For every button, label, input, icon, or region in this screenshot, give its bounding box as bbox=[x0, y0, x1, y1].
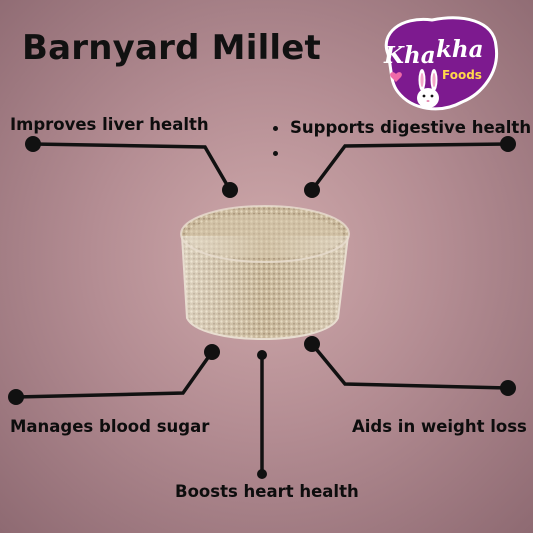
heart-icon bbox=[390, 72, 402, 82]
bullet-dot bbox=[273, 126, 278, 131]
millet-bowl-image bbox=[180, 205, 350, 340]
benefit-digestive-label: Supports digestive health bbox=[290, 118, 532, 137]
connector-weight bbox=[310, 342, 509, 390]
logo-word-1: Kha bbox=[384, 42, 436, 69]
connector-sugar bbox=[15, 350, 214, 399]
kha-kha-foods-logo bbox=[384, 16, 499, 111]
benefit-weight-label: Aids in weight loss bbox=[352, 417, 527, 436]
bullet-dot bbox=[273, 151, 278, 156]
page-title: Barnyard Millet bbox=[22, 28, 321, 68]
connector-liver bbox=[32, 142, 232, 191]
connector-digestive bbox=[310, 142, 509, 192]
bunny-icon bbox=[417, 69, 439, 108]
benefit-heart-label: Boosts heart health bbox=[175, 482, 359, 501]
benefit-sugar-label: Manages blood sugar bbox=[10, 417, 210, 436]
logo-subtitle: Foods bbox=[442, 68, 482, 82]
logo-word-2: kha bbox=[436, 36, 484, 63]
benefit-liver-label: Improves liver health bbox=[10, 115, 209, 134]
